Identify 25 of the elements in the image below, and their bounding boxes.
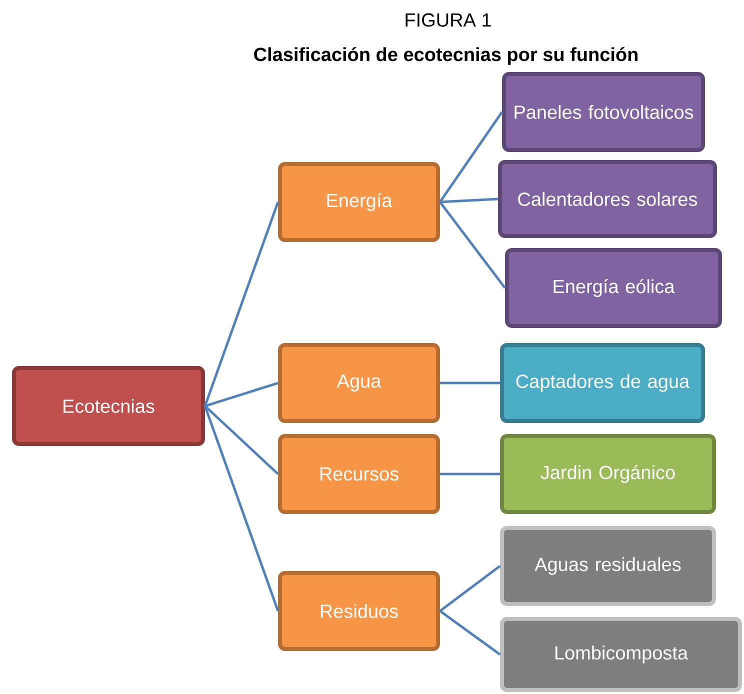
technology-box: Calentadores solares [498, 160, 717, 238]
connector-line [439, 565, 501, 612]
category-box: Ecotecnias [12, 366, 205, 446]
connector-line [439, 610, 501, 656]
function-box: Agua [278, 343, 440, 423]
connector-line [440, 198, 498, 204]
connector-line [204, 405, 279, 475]
figure-number: FIGURA 1 [406, 13, 491, 27]
function-box: Recursos [278, 434, 440, 514]
technology-box: Captadores de agua [500, 343, 705, 423]
function-box: Residuos [278, 571, 440, 651]
connector-line [438, 111, 504, 203]
title: Clasificación de ecotecnias por su función [254, 47, 638, 65]
technology-box: Paneles fotovoltaicos [502, 72, 705, 152]
technology-box: Lombicomposta [500, 617, 742, 692]
connector-line [204, 406, 280, 612]
technology-box: Jardin Orgánico [500, 434, 716, 514]
connector-line [439, 201, 506, 289]
function-box: Energía [278, 162, 440, 242]
connector-line [204, 202, 280, 406]
connector-line [440, 382, 500, 384]
connector-line [204, 382, 278, 408]
technology-box: Energía eólica [505, 248, 722, 328]
technology-box: Aguas residuales [500, 526, 716, 606]
connector-line [440, 472, 500, 476]
